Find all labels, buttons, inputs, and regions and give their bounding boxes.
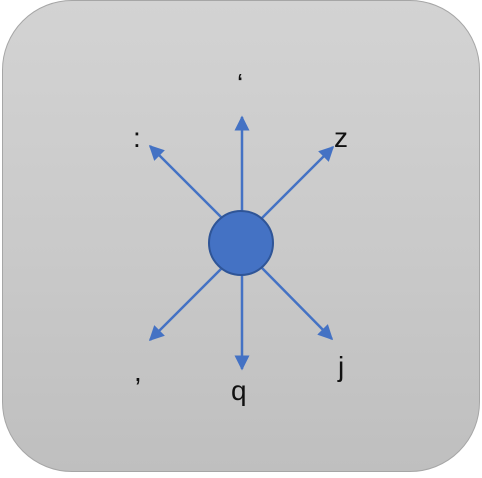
arrow-up-left[interactable] (148, 144, 223, 219)
label-up-left: : (133, 122, 141, 153)
arrow-down-left[interactable] (148, 267, 223, 342)
arrow-up-right[interactable] (261, 145, 335, 219)
label-down-left: , (134, 356, 142, 387)
circle-center-icon[interactable] (208, 210, 274, 276)
label-up-right: z (334, 122, 348, 153)
arrow-down-right[interactable] (261, 267, 334, 341)
label-down-right: j (338, 351, 345, 382)
label-down: q (231, 375, 247, 406)
label-up: ‘ (237, 68, 244, 99)
